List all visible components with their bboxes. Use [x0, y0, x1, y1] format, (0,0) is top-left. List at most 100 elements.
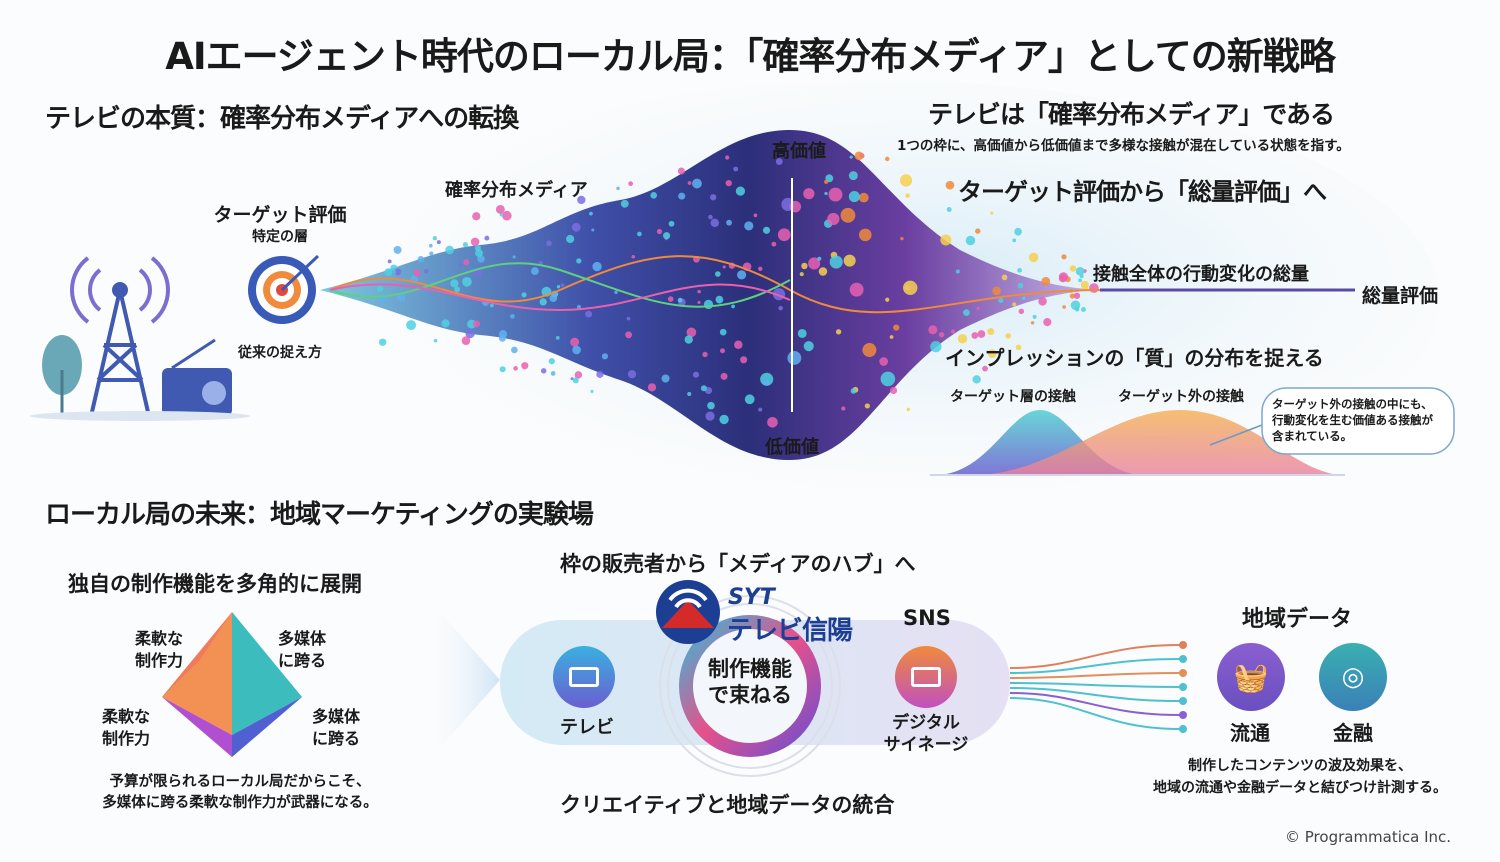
scatter-dot	[620, 199, 629, 208]
scatter-dot	[858, 192, 869, 203]
scatter-dot	[687, 391, 692, 397]
scatter-dot	[735, 186, 746, 196]
callout-text: ターゲット外の接触の中にも、 行動変化を生む価値ある接触が 含まれている。	[1272, 396, 1433, 444]
scatter-dot	[801, 262, 808, 270]
scatter-dot	[1001, 274, 1008, 281]
scatter-dot	[987, 349, 997, 358]
scatter-dot	[720, 348, 725, 354]
scatter-dot	[850, 388, 857, 394]
scatter-dot	[734, 340, 743, 350]
scatter-dot	[677, 167, 685, 175]
scatter-dot	[678, 192, 686, 200]
scatter-dot	[549, 294, 558, 302]
scatter-dot	[601, 353, 609, 360]
scatter-dot	[1017, 267, 1022, 273]
scatter-dot	[971, 332, 979, 339]
scatter-dot	[840, 207, 856, 223]
scatter-dot	[719, 414, 729, 425]
scatter-dot	[955, 269, 960, 274]
non-target-curve	[980, 410, 1340, 475]
data-strand	[1009, 672, 1181, 679]
scatter-dot	[513, 366, 518, 371]
data-strand	[1009, 687, 1181, 702]
right-subtext: 1つの枠に、高価値から低価値まで多様な接触が混在している状態を指す。	[897, 138, 1350, 154]
scatter-dot	[977, 330, 986, 338]
prob-media-label: 確率分布メディア	[445, 180, 588, 201]
section-heading-top: テレビの本質：確率分布メディアへの転換	[45, 104, 519, 134]
scatter-dot	[1043, 317, 1052, 327]
scatter-dot	[667, 296, 674, 302]
scatter-dot	[585, 310, 593, 318]
scatter-dot	[900, 236, 904, 241]
scatter-dot	[475, 249, 483, 258]
scatter-dot	[555, 335, 560, 340]
scatter-dot	[626, 316, 631, 321]
scatter-dot	[880, 371, 896, 387]
strand-node	[1179, 697, 1187, 705]
scatter-dot	[417, 256, 425, 263]
callout-box	[1261, 387, 1455, 455]
strand-node	[1179, 711, 1187, 719]
scatter-dot	[394, 268, 402, 276]
scatter-dot	[499, 366, 506, 373]
scatter-dot	[1069, 293, 1076, 299]
scatter-dot	[384, 268, 393, 277]
scatter-dot	[862, 343, 877, 358]
sns-label: SNS	[903, 606, 951, 630]
scatter-dot	[376, 285, 384, 292]
scatter-dot	[879, 357, 889, 366]
shift-heading: ターゲット評価から「総量評価」へ	[958, 178, 1327, 206]
scatter-dot	[946, 206, 952, 212]
scatter-dot	[1058, 274, 1067, 283]
scatter-dot	[490, 303, 494, 308]
scatter-dot	[614, 290, 618, 294]
scatter-dot	[889, 335, 894, 339]
scatter-dot	[571, 222, 581, 232]
scatter-dot	[1018, 308, 1025, 315]
callout-line: 含まれている。	[1272, 429, 1353, 443]
scatter-dot	[1078, 278, 1082, 283]
scatter-dot	[899, 174, 913, 187]
scatter-dot	[572, 345, 581, 355]
scatter-dot	[1028, 252, 1039, 263]
scatter-dot	[715, 271, 721, 277]
left-caption: 予算が限られるローカル局だからこそ、多媒体に跨る柔軟な制作力が武器になる。	[102, 774, 378, 811]
pyramid-label-bl: 柔軟な制作力	[102, 707, 151, 748]
scatter-dot	[835, 329, 842, 335]
scatter-dot	[982, 365, 988, 372]
high-value-label: 高価値	[772, 141, 826, 162]
strand-node	[1179, 655, 1187, 663]
scatter-dot	[848, 171, 858, 181]
scatter-dot	[763, 379, 770, 386]
scatter-dot	[938, 332, 945, 338]
scatter-dot	[1005, 333, 1011, 339]
hub-center-text: 制作機能で束ねる	[708, 657, 792, 707]
scatter-dot	[495, 204, 505, 214]
scatter-dot	[397, 293, 406, 302]
scatter-dot	[859, 228, 872, 242]
scatter-dot	[709, 194, 717, 201]
target-eval-label: ターゲット評価	[213, 204, 347, 226]
scatter-dot	[1062, 305, 1066, 309]
syt-logo-icon	[656, 580, 720, 644]
pyramid-label-br: 多媒体に跨る	[312, 707, 361, 748]
wave-line-orange	[329, 255, 1101, 314]
right-heading: テレビは「確率分布メディア」である	[928, 100, 1335, 129]
scatter-dot	[1081, 307, 1086, 312]
scatter-dot	[406, 320, 417, 331]
scatter-dot	[767, 416, 778, 428]
scatter-dot	[824, 191, 828, 196]
scatter-dot	[829, 255, 843, 269]
scatter-dot	[472, 320, 481, 328]
scatter-dot	[461, 336, 471, 345]
scatter-dot	[945, 180, 955, 190]
scatter-dot	[546, 240, 552, 247]
left-heading: 独自の制作機能を多角的に展開	[68, 572, 362, 596]
scatter-dot	[459, 263, 463, 268]
conventional-label: 従来の捉え方	[238, 345, 322, 361]
wave-line-pink	[329, 283, 791, 312]
scatter-dot	[957, 334, 968, 344]
scatter-dot	[512, 255, 516, 259]
scatter-dot	[1075, 266, 1085, 276]
scatter-dot	[722, 265, 726, 269]
